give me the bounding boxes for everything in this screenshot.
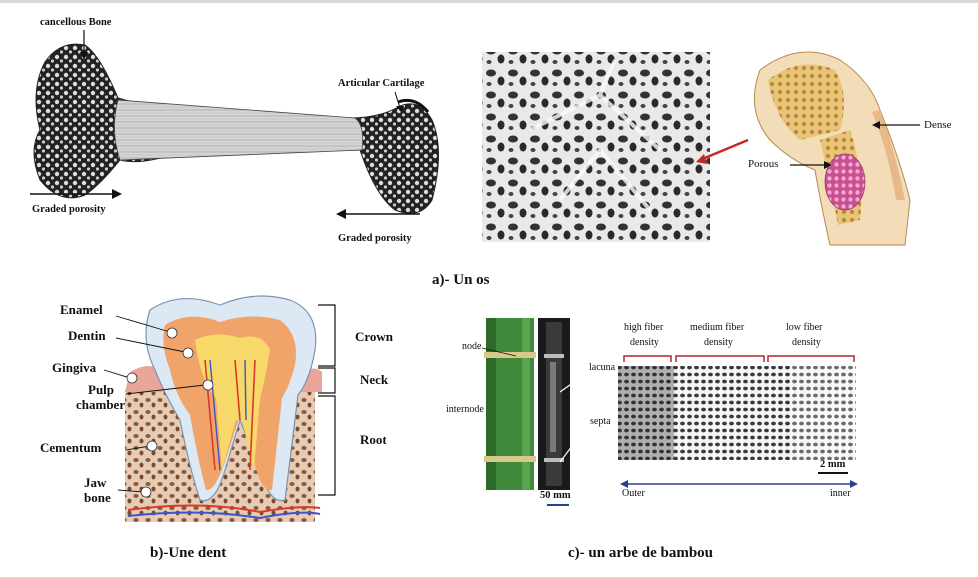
- high-fiber-label: high fiber: [624, 322, 663, 333]
- dense-label: Dense: [924, 119, 952, 131]
- neck-label: Neck: [360, 372, 388, 388]
- tooth-illustration: [125, 296, 322, 522]
- outer-label: Outer: [622, 488, 645, 499]
- graded-porosity-left-label: Graded porosity: [32, 204, 106, 215]
- medium-fiber-label: medium fiber: [690, 322, 744, 333]
- low-fiber-label: low fiber: [786, 322, 822, 333]
- scale-2mm-label: 2 mm: [820, 459, 845, 470]
- articular-cartilage-label: Articular Cartilage: [338, 78, 424, 89]
- caption-c: c)- un arbe de bambou: [568, 545, 713, 562]
- chamber-label: chamber: [76, 397, 125, 413]
- gingiva-label: Gingiva: [52, 360, 96, 376]
- internode-label: internode: [446, 404, 484, 415]
- pulp-label: Pulp: [88, 382, 114, 398]
- jaw-label: Jaw: [84, 475, 106, 491]
- lacuna-label: lacuna: [589, 362, 615, 373]
- sem-micrograph: [482, 52, 710, 242]
- medium-density-label: density: [704, 337, 733, 348]
- scale-50mm-label: 50 mm: [540, 490, 571, 501]
- high-density-label: density: [630, 337, 659, 348]
- enamel-label: Enamel: [60, 302, 103, 318]
- bamboo-section-photo: [538, 318, 570, 490]
- root-label: Root: [360, 432, 387, 448]
- caption-a: a)- Un os: [432, 272, 490, 289]
- root-bracket: [318, 396, 335, 495]
- bamboo-stem-photo: [484, 318, 536, 490]
- cementum-label: Cementum: [40, 440, 101, 456]
- inner-label: inner: [830, 488, 851, 499]
- bone-label: bone: [84, 490, 111, 506]
- long-bone-illustration: [34, 44, 439, 213]
- crown-label: Crown: [355, 329, 393, 345]
- low-density-label: density: [792, 337, 821, 348]
- crown-bracket: [318, 305, 335, 366]
- graded-porosity-right-label: Graded porosity: [338, 233, 412, 244]
- femur-head-illustration: [754, 52, 910, 245]
- node-label: node: [462, 341, 481, 352]
- caption-b: b)-Une dent: [150, 545, 226, 562]
- dentin-label: Dentin: [68, 328, 106, 344]
- cancellous-bone-label: cancellous Bone: [40, 17, 111, 28]
- porous-label: Porous: [748, 158, 779, 170]
- septa-label: septa: [590, 416, 611, 427]
